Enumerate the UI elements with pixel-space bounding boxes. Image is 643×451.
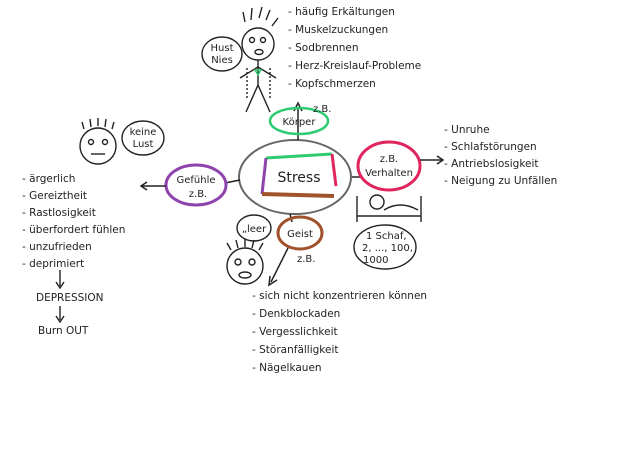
mind-speech: „leer [242, 224, 267, 235]
body-item: Herz-Kreislauf-Probleme [295, 60, 421, 72]
behavior-label: Verhalten [365, 168, 413, 179]
behavior-item: Neigung zu Unfällen [451, 175, 557, 187]
svg-text:- Schlafstörungen: - Schlafstörungen [444, 141, 537, 153]
svg-text:- Vergesslichkeit: - Vergesslichkeit [252, 326, 338, 338]
svg-text:- Denkblockaden: - Denkblockaden [252, 308, 340, 320]
body-label: Körper [283, 117, 317, 128]
feelings-speech-line-2: Lust [133, 139, 154, 150]
mind-speech-bubble [236, 214, 272, 242]
mind-item: Nägelkauen [259, 362, 321, 374]
counting-line-3: 1000 [363, 255, 388, 266]
feelings-item: Gereiztheit [29, 190, 87, 202]
svg-text:- ärgerlich: - ärgerlich [22, 173, 75, 185]
stress-label: Stress [277, 170, 320, 186]
body-item: Muskelzuckungen [295, 24, 388, 36]
svg-text:- Muskelzuckungen: - Muskelzuckungen [288, 24, 388, 36]
body-branch: Körper z.B. Hust Nies - häufig Erkältung… [201, 6, 421, 140]
body-item: häufig Erkältungen [295, 6, 395, 18]
depression-label: DEPRESSION [36, 292, 104, 304]
behavior-branch: z.B. Verhalten - Unruhe - Schlafstörunge… [352, 124, 557, 270]
svg-text:- deprimiert: - deprimiert [22, 258, 84, 270]
sick-stick-figure-icon [239, 6, 279, 113]
mind-branch: Geist z.B. „leer - sich nicht konzentrie… [226, 213, 427, 374]
svg-text:- überfordert fühlen: - überfordert fühlen [22, 224, 125, 236]
mind-items-list: - sich nicht konzentrieren können - Denk… [252, 290, 427, 374]
mind-item: Vergesslichkeit [259, 326, 338, 338]
sleepless-bed-icon [356, 194, 422, 222]
svg-text:- Rastlosigkeit: - Rastlosigkeit [22, 207, 96, 219]
body-speech-bubble [201, 36, 243, 72]
counting-line-2: 2, ..., 100, [362, 243, 413, 254]
counting-line-1: 1 Schaf, [366, 231, 407, 242]
svg-text:- Kopfschmerzen: - Kopfschmerzen [288, 78, 376, 90]
svg-text:- Gereiztheit: - Gereiztheit [22, 190, 87, 202]
behavior-zb: z.B. [380, 154, 398, 165]
body-zb: z.B. [313, 104, 331, 115]
svg-text:- Sodbrennen: - Sodbrennen [288, 42, 359, 54]
behavior-item: Antriebslosigkeit [451, 158, 538, 170]
svg-text:- Herz-Kreislauf-Probleme: - Herz-Kreislauf-Probleme [288, 60, 421, 72]
mind-node [276, 215, 324, 251]
mind-item: sich nicht konzentrieren können [259, 290, 427, 302]
grumpy-face-icon [79, 118, 117, 165]
svg-text:- Antriebslosigkeit: - Antriebslosigkeit [444, 158, 539, 170]
svg-text:- Nägelkauen: - Nägelkauen [252, 362, 322, 374]
burnout-label: Burn OUT [38, 325, 89, 337]
body-speech-line-1: Hust [211, 43, 234, 54]
stress-center-node: Stress [238, 139, 352, 215]
mind-item: Störanfälligkeit [259, 344, 338, 356]
behavior-items-list: - Unruhe - Schlafstörungen - Antriebslos… [444, 124, 557, 187]
svg-text:- Neigung zu Unfällen: - Neigung zu Unfällen [444, 175, 557, 187]
body-speech-line-2: Nies [211, 55, 233, 66]
feelings-items-list: - ärgerlich - Gereiztheit - Rastlosigkei… [22, 173, 125, 270]
feelings-item: deprimiert [29, 258, 84, 270]
body-item: Sodbrennen [295, 42, 358, 54]
svg-text:- häufig Erkältungen: - häufig Erkältungen [288, 6, 395, 18]
feelings-item: unzufrieden [29, 241, 92, 253]
body-items-list: - häufig Erkältungen - Muskelzuckungen -… [288, 6, 421, 90]
body-item: Kopfschmerzen [295, 78, 376, 90]
feelings-label: Gefühle [176, 175, 215, 186]
feelings-item: ärgerlich [29, 173, 75, 185]
feelings-zb: z.B. [189, 189, 207, 200]
feelings-branch: Gefühle z.B. keine Lust - ärgerlich - Ge… [22, 118, 241, 337]
svg-text:- unzufrieden: - unzufrieden [22, 241, 92, 253]
body-node [268, 106, 330, 136]
svg-text:- Unruhe: - Unruhe [444, 124, 490, 136]
feelings-node [164, 163, 228, 207]
behavior-item: Unruhe [451, 124, 489, 136]
feelings-item: Rastlosigkeit [29, 207, 96, 219]
confused-face-icon [226, 239, 264, 285]
behavior-node [356, 140, 422, 192]
feelings-speech-bubble [121, 120, 165, 156]
feelings-item: überfordert fühlen [29, 224, 125, 236]
feelings-speech-line-1: keine [130, 127, 157, 138]
counting-sheep-bubble [353, 224, 417, 270]
mind-zb: z.B. [297, 254, 315, 265]
mind-label: Geist [287, 229, 313, 240]
mind-item: Denkblockaden [259, 308, 340, 320]
svg-text:- Störanfälligkeit: - Störanfälligkeit [252, 344, 339, 356]
svg-text:- sich nicht konzentrieren kön: - sich nicht konzentrieren können [252, 290, 427, 302]
behavior-item: Schlafstörungen [451, 141, 537, 153]
